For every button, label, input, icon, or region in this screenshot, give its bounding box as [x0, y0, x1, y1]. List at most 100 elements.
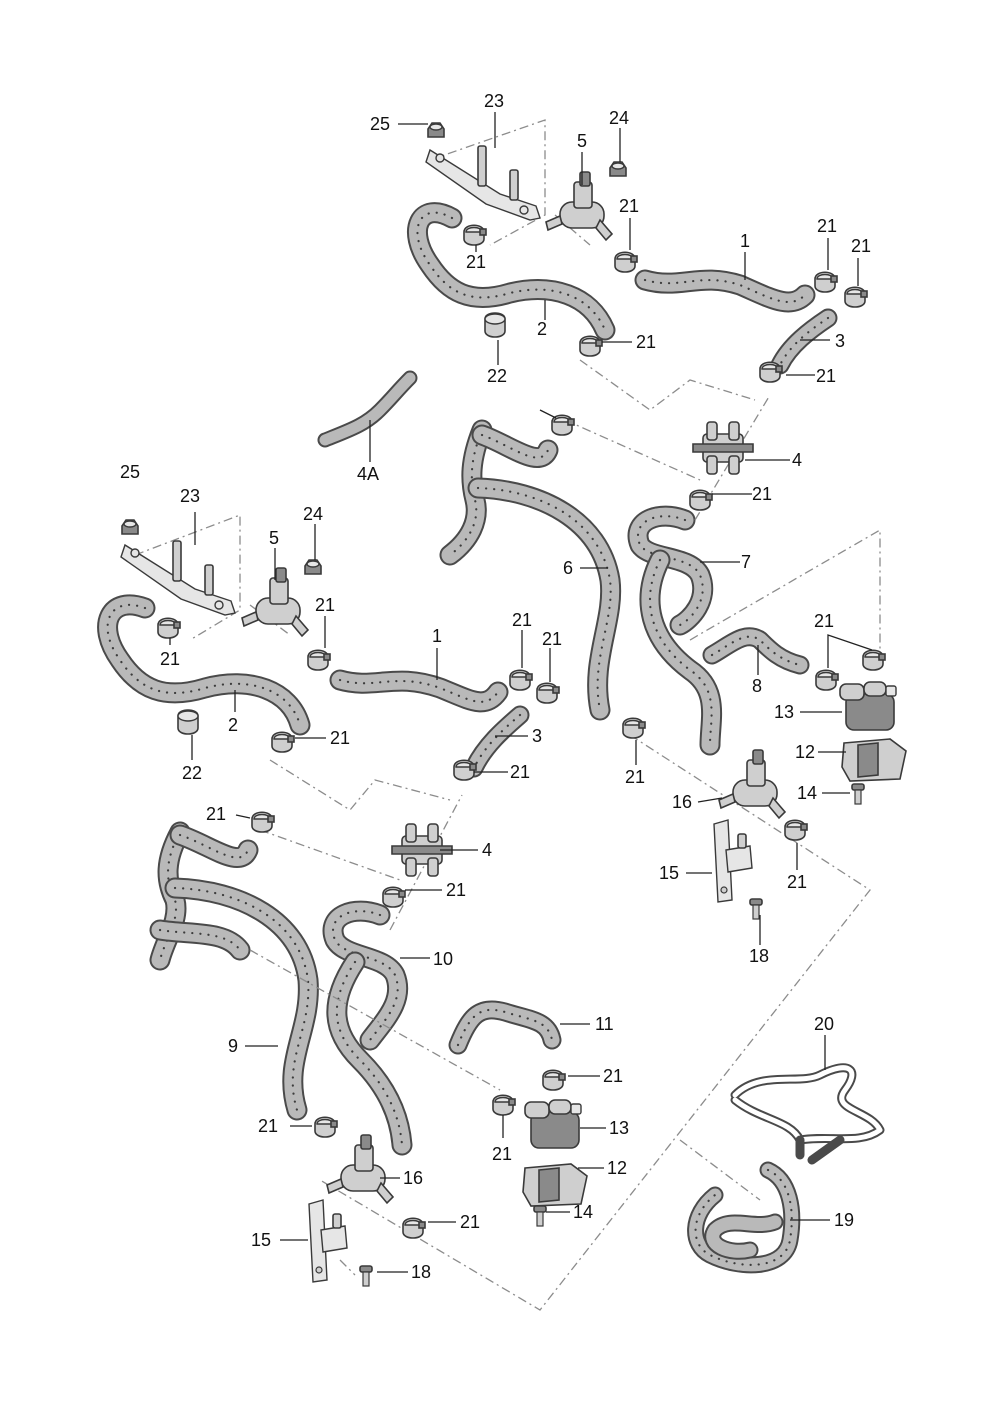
- hose-6: [439, 419, 622, 721]
- callout-24-upper: 24: [609, 108, 629, 128]
- callout-12-upper: 12: [795, 742, 815, 762]
- callout-21-o: 21: [330, 728, 350, 748]
- clamp-21-lower-f: [453, 759, 477, 781]
- clamp-21-upper-h: [689, 489, 713, 511]
- callout-10: 10: [433, 949, 453, 969]
- callout-13-upper: 13: [774, 702, 794, 722]
- callout-15-lower: 15: [251, 1230, 271, 1250]
- clamp-21-upper-e: [579, 335, 603, 357]
- callout-8: 8: [752, 676, 762, 696]
- hose-1-lower: [329, 669, 509, 713]
- hose-2-upper: [407, 202, 616, 341]
- callout-16-lower: 16: [403, 1168, 423, 1188]
- callout-11: 11: [595, 1014, 614, 1034]
- bolt-14-lower: [533, 1205, 547, 1227]
- hose-7: [627, 505, 723, 756]
- leader-lines: [169, 112, 873, 1273]
- hose-8: [702, 627, 810, 675]
- callout-4-lower: 4: [482, 840, 492, 860]
- callout-22-upper: 22: [487, 366, 507, 386]
- mount-12-lower: [522, 1163, 588, 1207]
- callout-2-upper: 2: [537, 319, 547, 339]
- callout-21-c: 21: [817, 216, 837, 236]
- callout-19: 19: [834, 1210, 854, 1230]
- callout-1-lower: 1: [432, 626, 442, 646]
- hose-2-lower: [97, 594, 311, 736]
- clamp-21-upper-c: [814, 271, 838, 293]
- callout-21-n: 21: [542, 629, 562, 649]
- callout-9: 9: [228, 1036, 238, 1056]
- callout-13-lower: 13: [609, 1118, 629, 1138]
- callout-5-upper: 5: [577, 131, 587, 151]
- callout-21-g: 21: [752, 484, 772, 504]
- clamp-21-lower-l: [402, 1217, 426, 1239]
- callout-21-j: 21: [625, 767, 645, 787]
- clamp-21-lower-b: [307, 649, 331, 671]
- bolt-14-upper: [851, 783, 865, 805]
- callout-21-s: 21: [603, 1066, 623, 1086]
- callout-22-lower: 22: [182, 763, 202, 783]
- connector-4-upper: [692, 421, 754, 475]
- ring-22-lower: [177, 709, 199, 735]
- callout-15-upper: 15: [659, 863, 679, 883]
- clamp-21-upper-j: [862, 649, 886, 671]
- clamp-21-lower-i: [542, 1069, 566, 1091]
- callout-6: 6: [563, 558, 573, 578]
- callout-3-lower: 3: [532, 726, 542, 746]
- valve-16-upper: [718, 749, 786, 819]
- clip-15-upper: [713, 819, 753, 903]
- callout-23-lower: 23: [180, 486, 200, 506]
- clamp-21-lower-a: [157, 617, 181, 639]
- hose-20: [730, 1063, 885, 1165]
- clamp-21-upper-i: [815, 669, 839, 691]
- callout-24-lower: 24: [303, 504, 323, 524]
- callout-2-lower: 2: [228, 715, 238, 735]
- callout-14-lower: 14: [573, 1202, 593, 1222]
- callout-21-h: 21: [814, 611, 834, 631]
- callout-20: 20: [814, 1014, 834, 1034]
- hose-11: [448, 1000, 562, 1055]
- callout-25-upper: 25: [370, 114, 390, 134]
- clamp-21-lower-c: [509, 669, 533, 691]
- callout-5-lower: 5: [269, 528, 279, 548]
- callout-4a: 4A: [357, 464, 379, 484]
- clamp-21-lower-d: [536, 682, 560, 704]
- hose-9: [149, 821, 319, 1121]
- callout-21-d: 21: [851, 236, 871, 256]
- callout-21-t: 21: [492, 1144, 512, 1164]
- pump-13-lower: [524, 1099, 582, 1149]
- nut-25-upper: [427, 122, 445, 138]
- callout-4-upper: 4: [792, 450, 802, 470]
- clamp-21-upper-f: [759, 361, 783, 383]
- valve-16-lower: [326, 1134, 394, 1204]
- callout-21-m: 21: [512, 610, 532, 630]
- callouts: 25 23 24 5 21 21 21 21 1 3 21 2 22 21 4A…: [120, 91, 871, 1282]
- bolt-18-lower: [359, 1265, 373, 1287]
- clip-15-lower: [308, 1199, 348, 1283]
- clamp-21-lower-j: [492, 1094, 516, 1116]
- callout-21-b: 21: [466, 252, 486, 272]
- clamp-21-lower-e: [271, 731, 295, 753]
- callout-7: 7: [741, 552, 751, 572]
- hose-3-lower: [464, 705, 530, 778]
- clamp-21-lower-g: [251, 811, 275, 833]
- callout-21-q: 21: [206, 804, 226, 824]
- callout-14-upper: 14: [797, 783, 817, 803]
- clamp-21-mid-b: [784, 819, 808, 841]
- hose-3-upper: [770, 308, 838, 375]
- callout-1-upper: 1: [740, 231, 750, 251]
- callout-18-lower: 18: [411, 1262, 431, 1282]
- clamp-21-mid-a: [622, 717, 646, 739]
- hose-4a: [317, 370, 418, 448]
- callout-16-upper: 16: [672, 792, 692, 812]
- mount-12-upper: [841, 738, 907, 782]
- clamp-21-upper-b: [614, 251, 638, 273]
- hoses: [97, 202, 885, 1274]
- hose-19: [687, 1161, 801, 1274]
- hose-10: [322, 900, 413, 1156]
- callout-21-v: 21: [460, 1212, 480, 1232]
- clamp-21-lower-k: [314, 1116, 338, 1138]
- callout-21-r: 21: [446, 880, 466, 900]
- callout-25-lower: 25: [120, 462, 140, 482]
